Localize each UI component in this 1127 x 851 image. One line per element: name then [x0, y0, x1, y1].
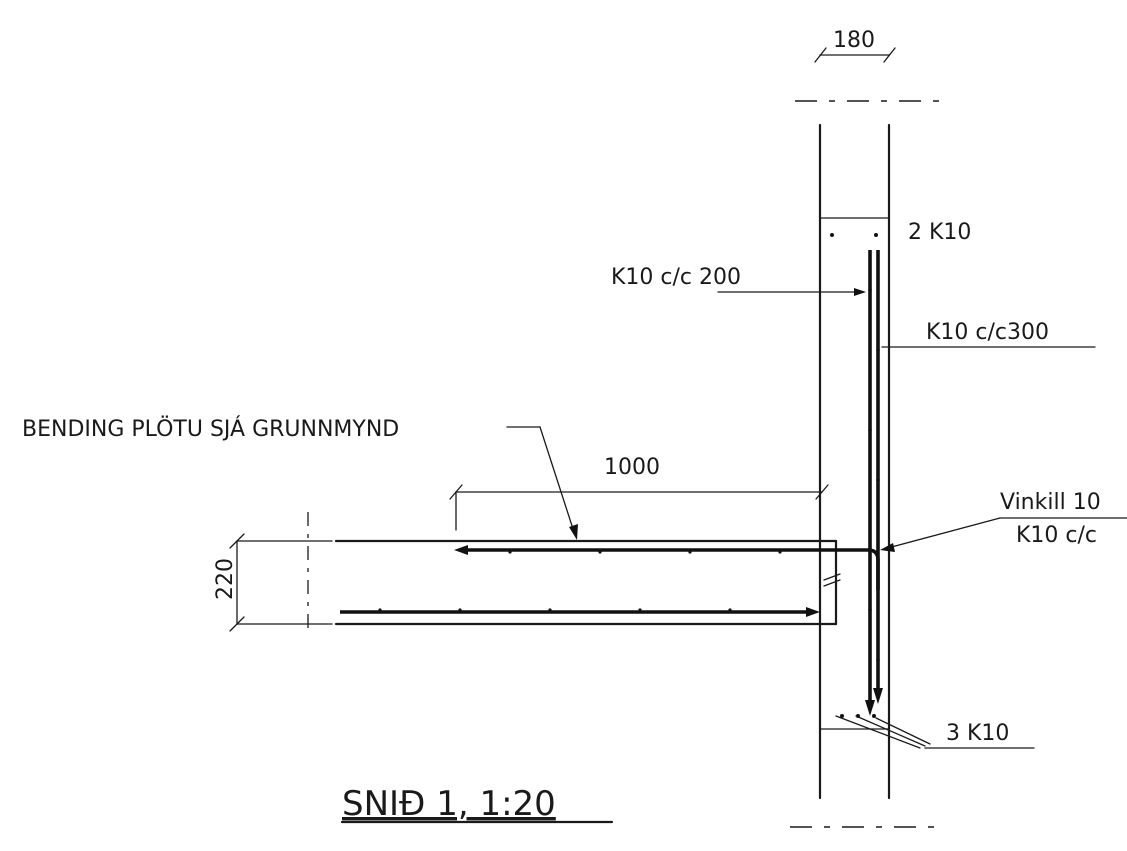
break-mark-1	[823, 573, 841, 581]
top-bars-label: 2 K10	[908, 220, 971, 245]
slab-note-leader	[539, 426, 575, 533]
slab-top-rebar	[462, 548, 880, 590]
anchorage-length-label: 1000	[604, 455, 660, 480]
bottom-bars-label: 3 K10	[946, 721, 1009, 746]
outer-bars-label: K10 c/c300	[926, 320, 1049, 345]
wall-thickness-label: 180	[833, 28, 875, 53]
wall-dimension-tick-left	[814, 47, 827, 63]
break-mark-2	[823, 579, 841, 587]
bottom-bars-leader-1	[835, 715, 921, 749]
anchorage-tick-left	[449, 484, 463, 500]
top-corner-bar-right	[874, 233, 878, 237]
angle-bar-label-line1: Vinkill 10	[1000, 490, 1101, 515]
slab-thickness-label: 220	[213, 558, 238, 600]
outer-rebar-arrow	[873, 688, 883, 704]
wall-dimension-tick-right	[883, 47, 896, 63]
bottom-bars-leader-3	[875, 717, 931, 745]
slab-note-label: BENDING PLÖTU SJÁ GRUNNMYND	[22, 416, 399, 442]
inner-rebar-arrow	[865, 700, 875, 716]
bottom-bars-leader-2	[855, 715, 926, 747]
angle-bar-leader	[883, 517, 1001, 550]
angle-bar-label-line2: K10 c/c	[1016, 523, 1097, 548]
anchorage-tick-right	[815, 484, 829, 500]
drawing-title: SNIÐ 1, 1:20	[342, 784, 556, 824]
top-corner-bar-left	[830, 233, 834, 237]
inner-bars-label: K10 c/c 200	[611, 265, 741, 290]
